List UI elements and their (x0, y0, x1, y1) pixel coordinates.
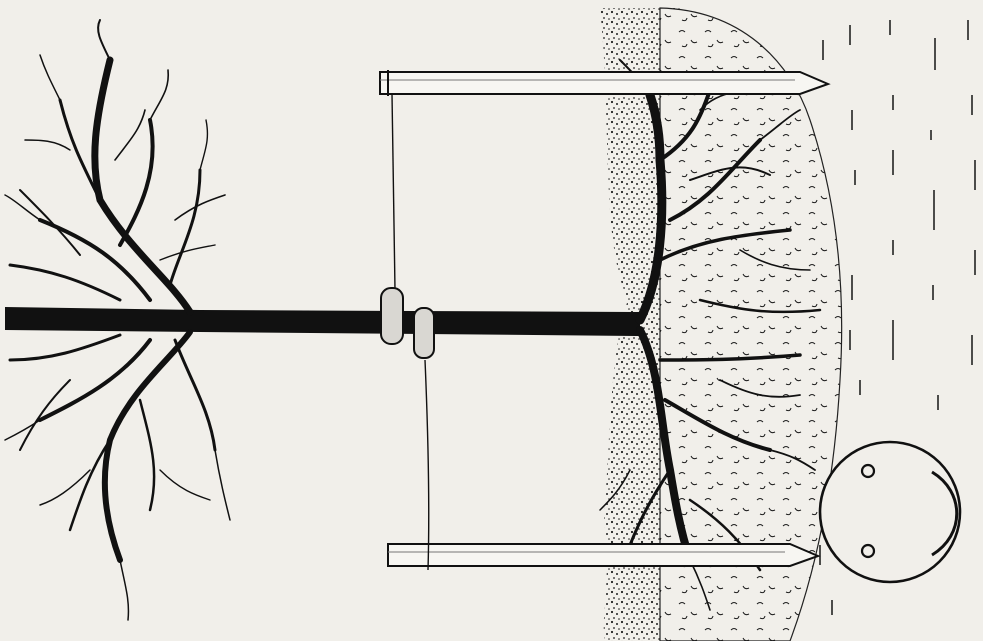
stake-icon (388, 544, 818, 566)
stake-icon (380, 70, 828, 96)
tree-trunk (5, 307, 640, 336)
smiley-icon (820, 442, 960, 582)
